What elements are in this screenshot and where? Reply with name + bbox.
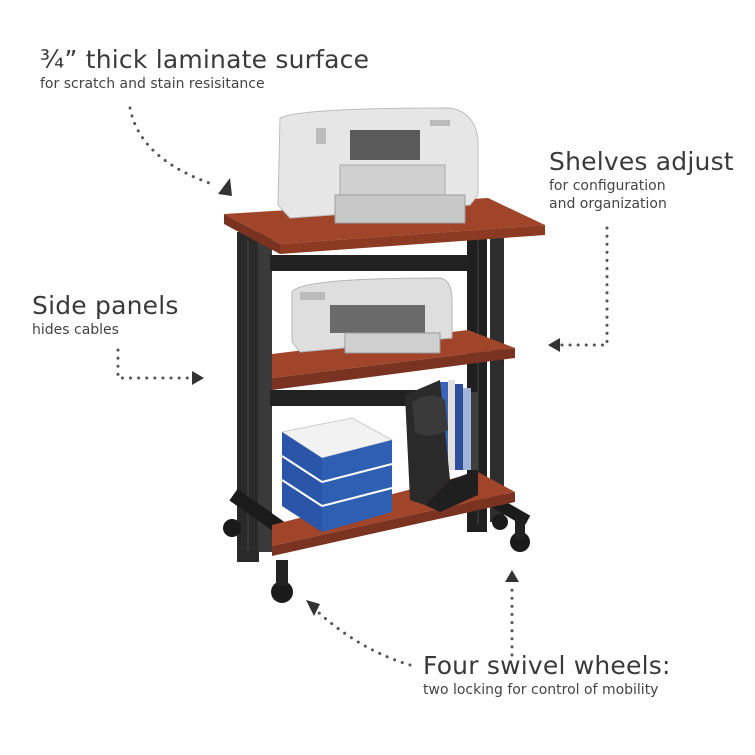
callout-surface: ¾” thick laminate surface for scratch an… [40, 45, 369, 93]
pointer-surface [128, 106, 217, 187]
paper-box [280, 417, 394, 532]
middle-shelf [272, 330, 515, 378]
top-printer [277, 107, 479, 224]
middle-printer [291, 277, 453, 354]
pointer-arrowheads [192, 178, 560, 616]
callout-shelves-line1: for configuration [549, 178, 666, 194]
wheel-front-left [271, 581, 293, 603]
callout-wheels: Four swivel wheels: two locking for cont… [423, 651, 671, 699]
callout-surface-subtitle: for scratch and stain resisitance [40, 76, 265, 92]
callout-shelves-line2: and organization [549, 196, 667, 212]
callout-panels: Side panels hides cables [32, 291, 179, 339]
wheel-rear-left [223, 519, 241, 537]
arrowhead-surface [218, 178, 232, 196]
arrowhead-wheel-right [505, 570, 519, 582]
cart-frame [229, 232, 531, 562]
pointer-panels [116, 348, 192, 380]
pointer-lines [116, 106, 609, 667]
callout-shelves-title: Shelves adjust [549, 147, 734, 176]
wheels [223, 514, 530, 603]
magazine-file [405, 380, 478, 512]
wheel-rear-right [492, 514, 508, 530]
arrowhead-panels [192, 371, 204, 385]
callout-shelves: Shelves adjust for configuration and org… [549, 147, 734, 213]
callout-panels-subtitle: hides cables [32, 322, 119, 338]
callout-panels-title: Side panels [32, 291, 179, 320]
callout-wheels-subtitle: two locking for control of mobility [423, 682, 659, 698]
arrowhead-shelves [548, 338, 560, 352]
pointer-wheel-left [316, 610, 412, 667]
callout-wheels-title: Four swivel wheels: [423, 651, 671, 680]
arrowhead-wheel-left [306, 600, 320, 616]
pointer-shelves [558, 226, 609, 347]
callout-surface-title: ¾” thick laminate surface [40, 45, 370, 74]
